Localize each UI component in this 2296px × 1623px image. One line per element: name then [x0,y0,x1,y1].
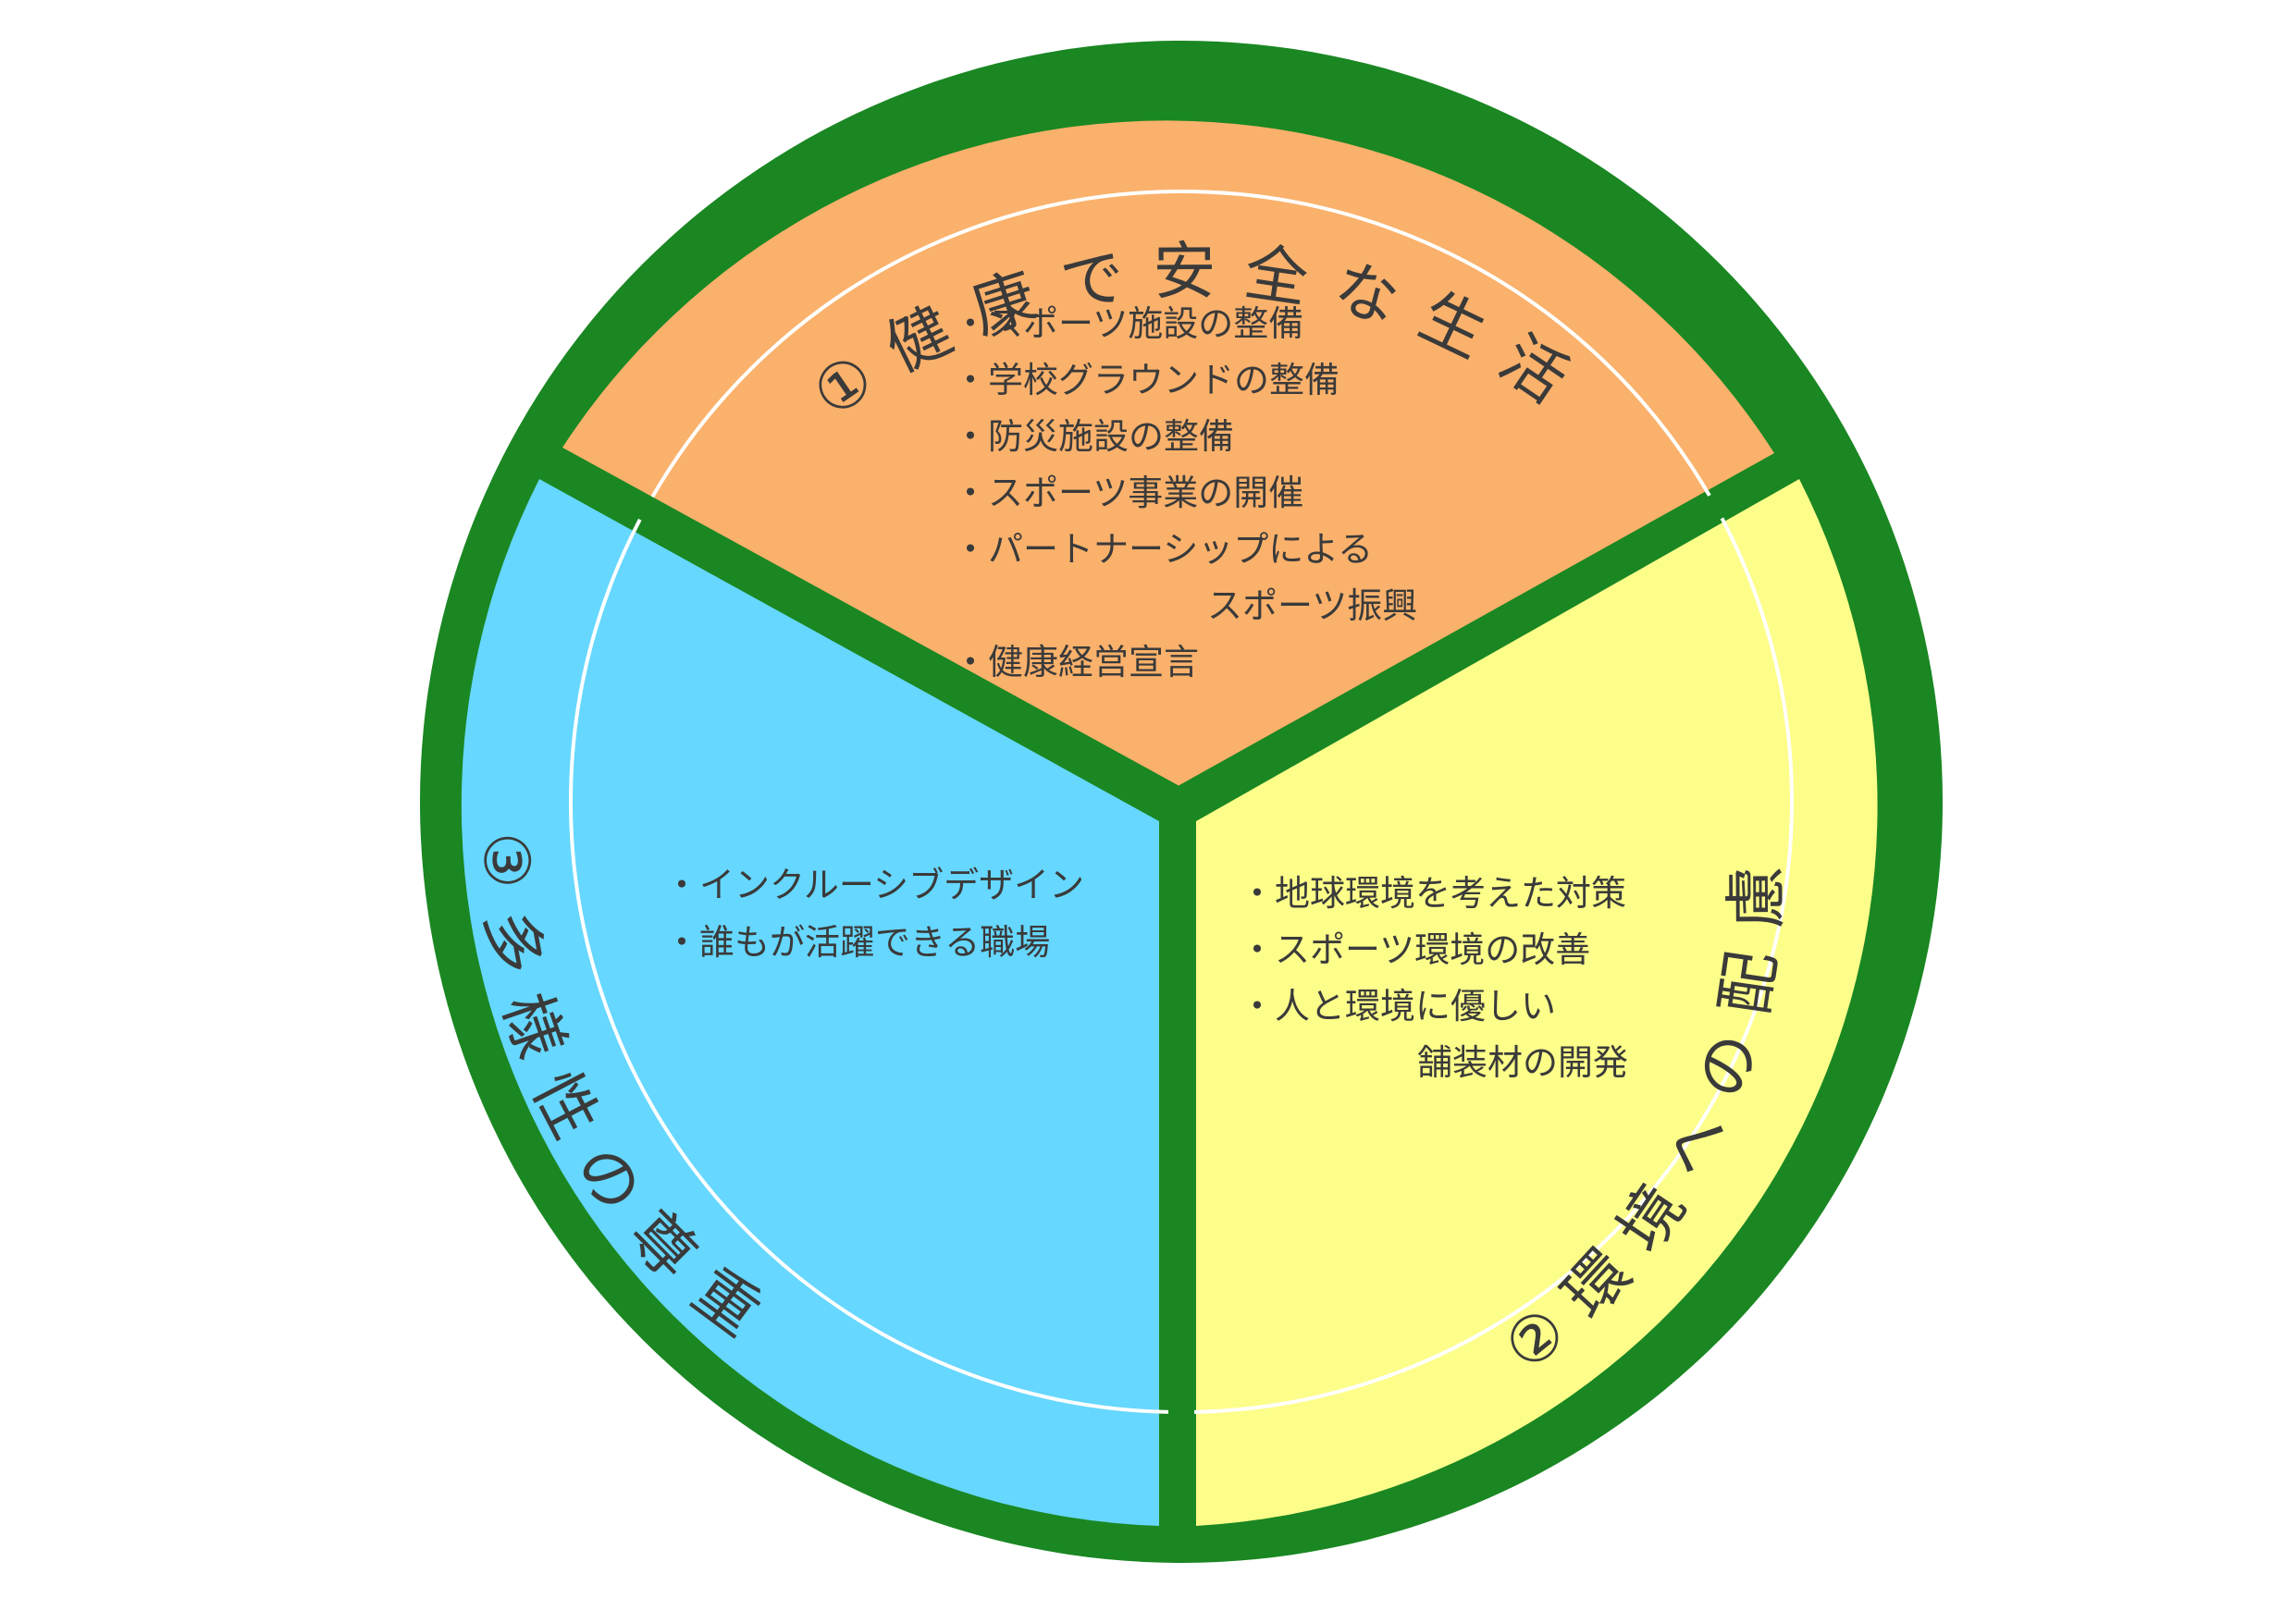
environment-item: ・人と環境に優しい [1240,986,1556,1027]
environment-sector [1196,479,1878,1526]
environment-item-continued: 舗装材の開発 [1417,1042,1628,1083]
diversity-item-list: ・インクルーシブデザイン ・誰もが活躍できる職場 [664,865,1084,963]
health-item-continued: スポーツ振興 [1207,585,1417,626]
diversity-item: ・インクルーシブデザイン [664,865,1084,905]
diversity-sector [461,479,1159,1526]
environment-item: ・スポーツ環境の改善 [1240,929,1590,970]
environment-item-list: ・地球環境を考えた対策 ・スポーツ環境の改善 ・人と環境に優しい 舗装材の開発 [1240,873,1628,1083]
environment-item: ・地球環境を考えた対策 [1240,873,1626,914]
divider-left [539,441,1188,814]
health-sector [559,120,1774,791]
diversity-item: ・誰もが活躍できる職場 [664,922,1050,963]
health-item: ・スポーツ事業の開催 [953,473,1303,513]
health-item: ・スポーツ施設の整備 [953,303,1303,344]
health-item-list: ・スポーツ施設の整備 ・学校グラウンドの整備 ・防災施設の整備 ・スポーツ事業の… [953,303,1417,682]
health-item: ・学校グラウンドの整備 [953,360,1339,400]
health-item: ・健康経営宣言 [953,642,1199,682]
divider-right [1175,441,1820,814]
health-item: ・防災施設の整備 [953,416,1234,457]
health-item: ・パートナーシップによる [953,529,1373,570]
sector-dividers [539,441,1820,1554]
